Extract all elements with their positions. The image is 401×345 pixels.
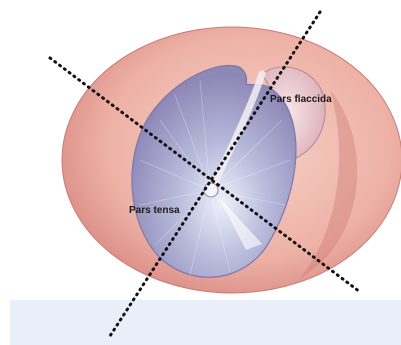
label-pars-tensa: Pars tensa	[129, 205, 180, 216]
label-pars-flaccida: Pars flaccida	[270, 94, 332, 105]
